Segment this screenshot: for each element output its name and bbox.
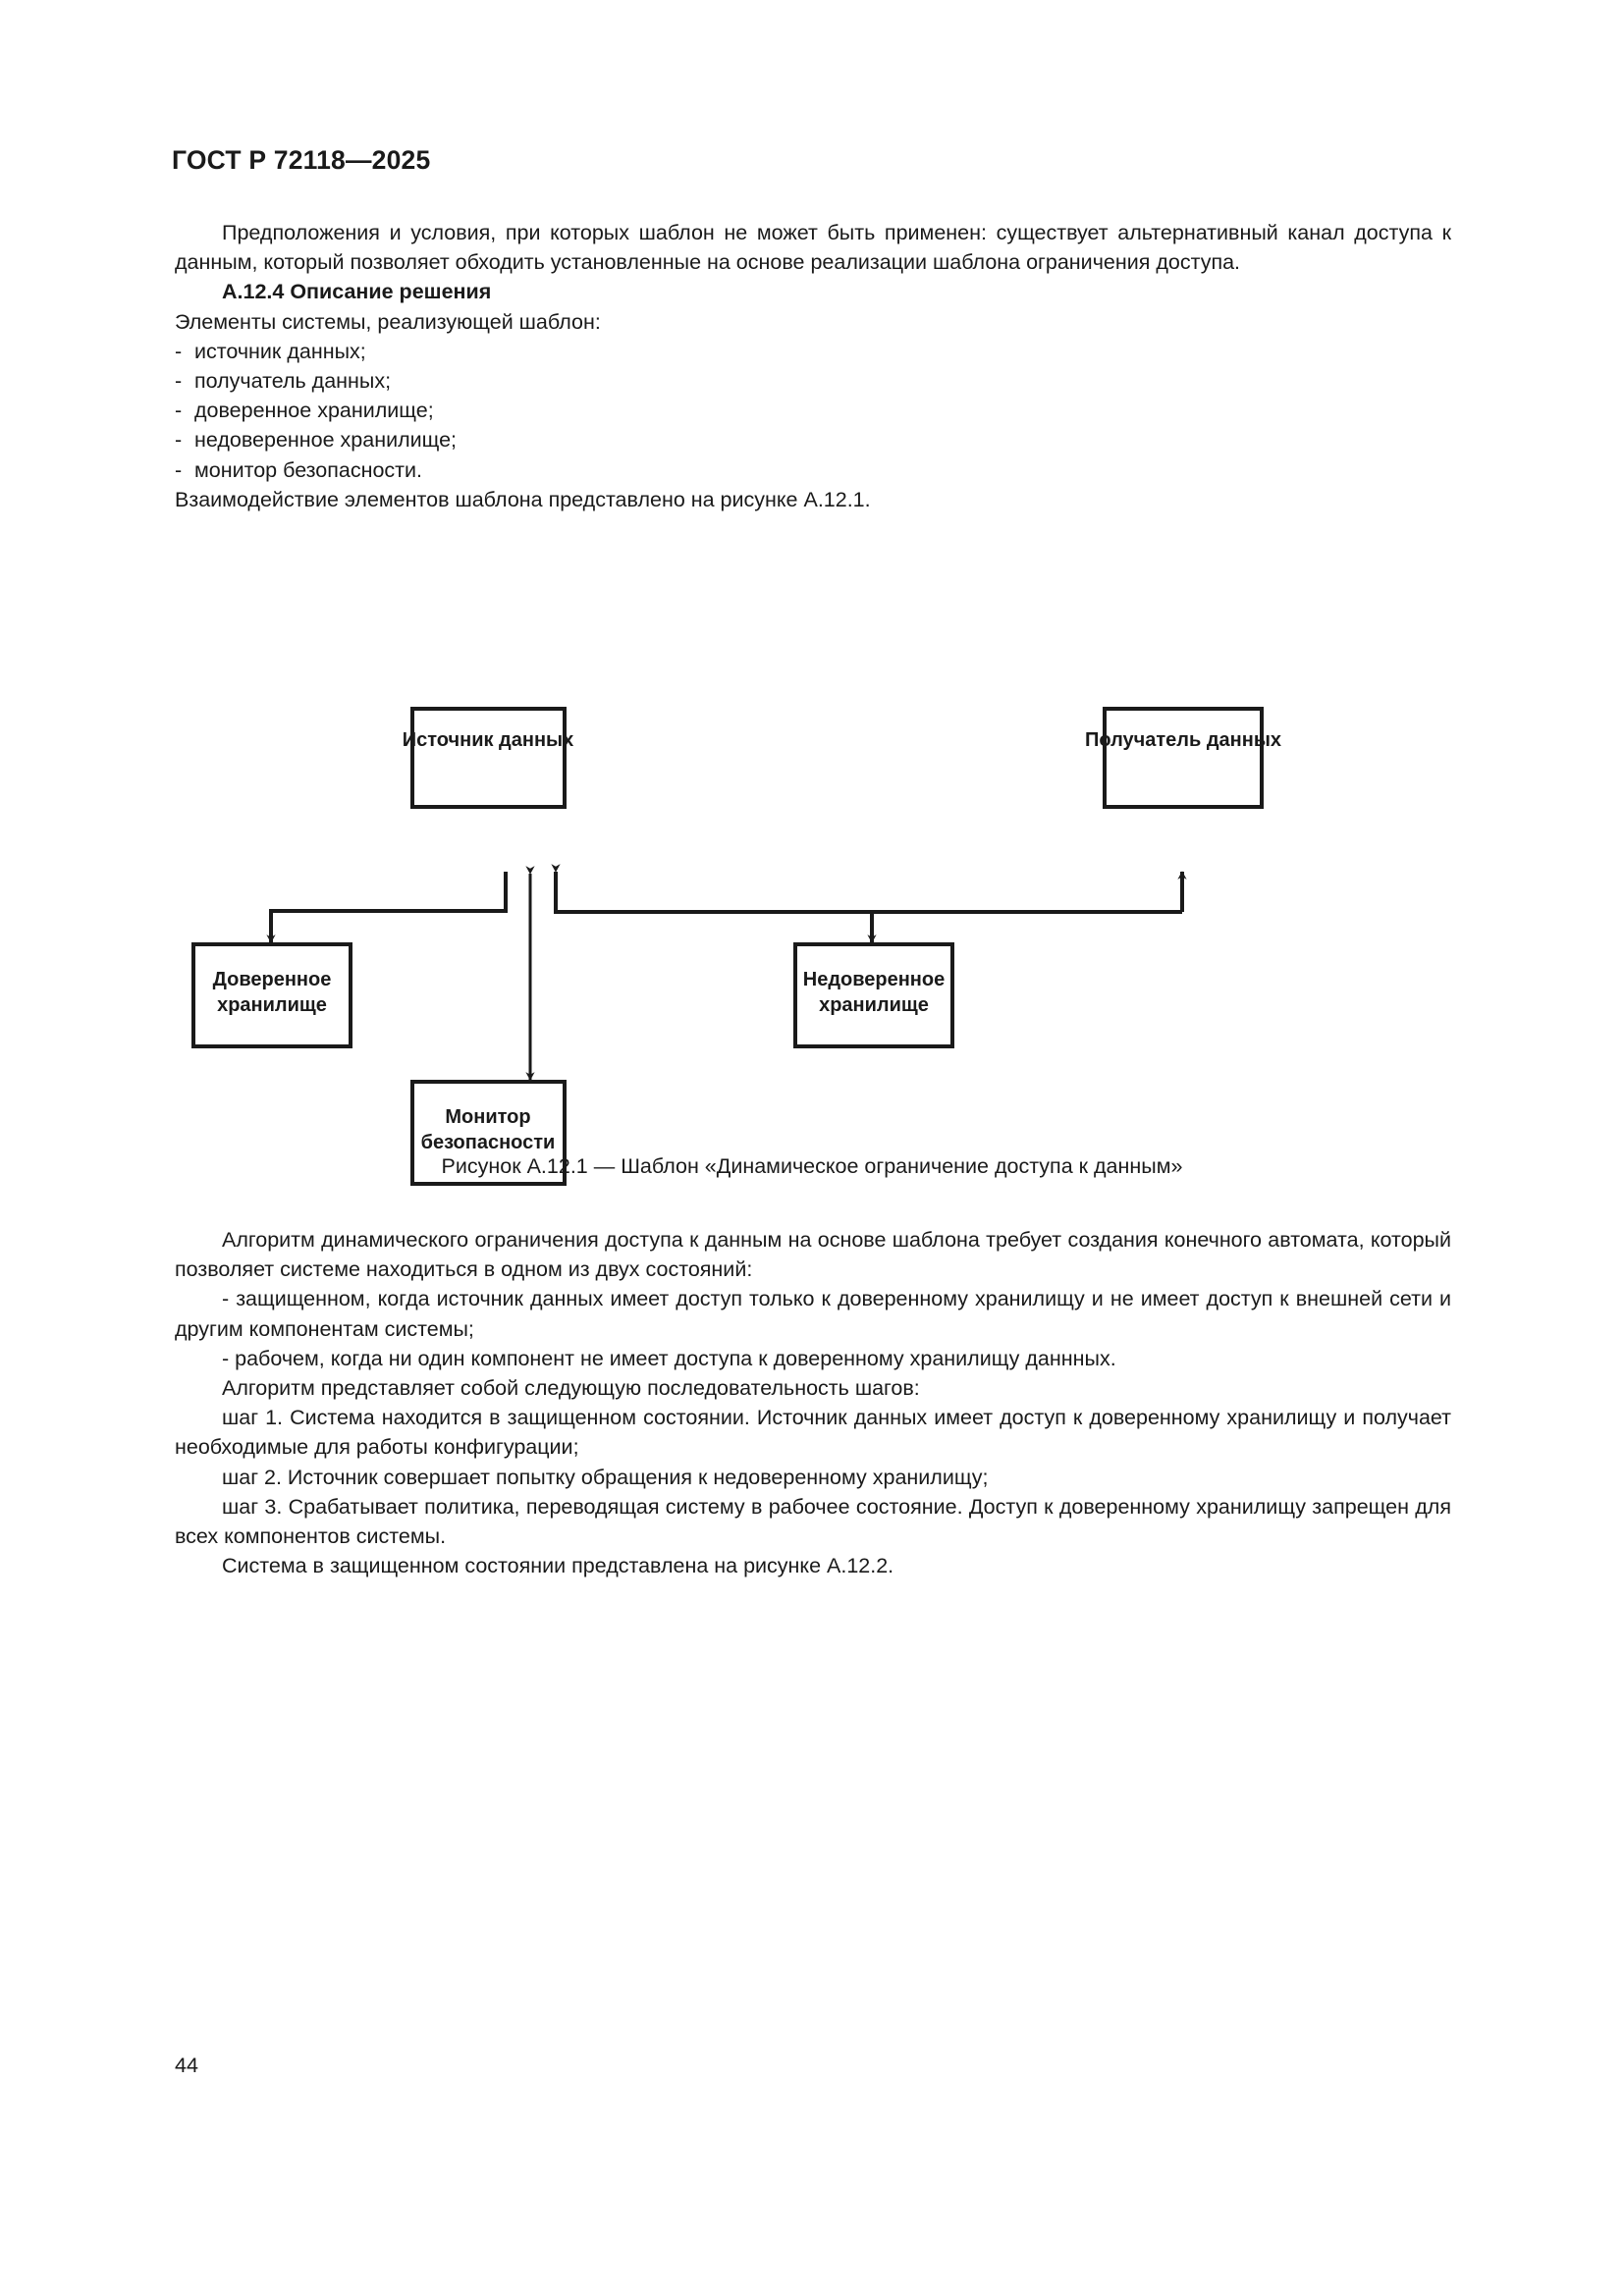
state-protected-label: защищенном, когда источник данных имеет … [175,1287,1451,1341]
section-heading-a-12-4: А.12.4 Описание решения [222,280,492,304]
node-monitor-label-1: Монитор [445,1106,530,1128]
list-item-label: монитор безопасности. [194,457,423,482]
step-2: шаг 2. Источник совершает попытку обраще… [222,1465,989,1489]
step-1: шаг 1. Система находится в защищенном со… [175,1406,1451,1460]
node-receiver-box [1103,707,1264,809]
list-item: -получатель данных; [175,366,1451,396]
dash-bullet: - [175,457,183,482]
list-item-label: доверенное хранилище; [194,399,434,423]
state-working-item: - рабочем, когда ни один компонент не им… [175,1344,1451,1373]
edge-bus-right [551,864,1182,914]
figure-reference-sentence: Взаимодействие элементов шаблона предста… [175,487,871,511]
node-trusted-label-2: хранилище [217,994,327,1016]
figure-caption: Рисунок А.12.1 — Шаблон «Динамическое ог… [441,1154,1183,1178]
algorithm-paragraph: Алгоритм динамического ограничения досту… [175,1228,1451,1282]
dash-bullet: - [175,399,183,423]
closing-sentence: Система в защищенном состоянии представл… [222,1554,894,1578]
node-source-label: Источник данных [403,729,573,751]
node-source-box [410,707,567,809]
upper-text-block: Предположения и условия, при которых шаб… [175,218,1451,514]
list-item-label: недоверенное хранилище; [194,428,458,453]
figure-a-12-1: Источник данных Получатель данных Довере… [0,589,1624,1198]
node-monitor-label-2: безопасности [421,1132,556,1153]
edge-source-to-trusted [266,872,508,943]
list-item-label: источник данных; [194,339,366,363]
list-item: -монитор безопасности. [175,455,1451,485]
node-untrusted-label-1: Недоверенное [803,969,945,990]
dash-bullet: - [222,1287,237,1311]
figure-diagram-svg: Источник данных Получатель данных Довере… [191,707,1281,1186]
dash-bullet: - [175,428,183,453]
dash-bullet: - [222,1346,236,1370]
page-number: 44 [175,2054,198,2077]
lower-text-block: Алгоритм динамического ограничения досту… [175,1225,1451,1580]
list-item-label: получатель данных; [194,369,392,394]
node-trusted-box [191,942,352,1048]
node-trusted-label-1: Доверенное [213,969,332,990]
document-header-standard-number: ГОСТ Р 72118—2025 [172,145,431,175]
list-item: -доверенное хранилище; [175,396,1451,425]
list-item: -недоверенное хранилище; [175,425,1451,454]
list-item: -источник данных; [175,337,1451,366]
node-receiver-label: Получатель данных [1085,729,1281,751]
dash-bullet: - [175,339,183,363]
diagram-nodes: Источник данных Получатель данных Довере… [191,707,1281,1186]
node-monitor-box [410,1080,567,1186]
steps-lead-in: Алгоритм представляет собой следующую по… [222,1376,920,1401]
state-protected-item: - защищенном, когда источник данных имее… [175,1284,1451,1343]
intro-paragraph: Предположения и условия, при которых шаб… [175,221,1451,275]
dash-bullet: - [175,369,183,394]
elements-lead-in: Элементы системы, реализующей шаблон: [175,309,601,334]
node-untrusted-box [793,942,954,1048]
step-3: шаг 3. Срабатывает политика, переводящая… [175,1494,1451,1549]
node-untrusted-label-2: хранилище [819,994,929,1016]
state-working-label: рабочем, когда ни один компонент не имее… [235,1346,1116,1370]
diagram-connectors [266,864,1187,1081]
